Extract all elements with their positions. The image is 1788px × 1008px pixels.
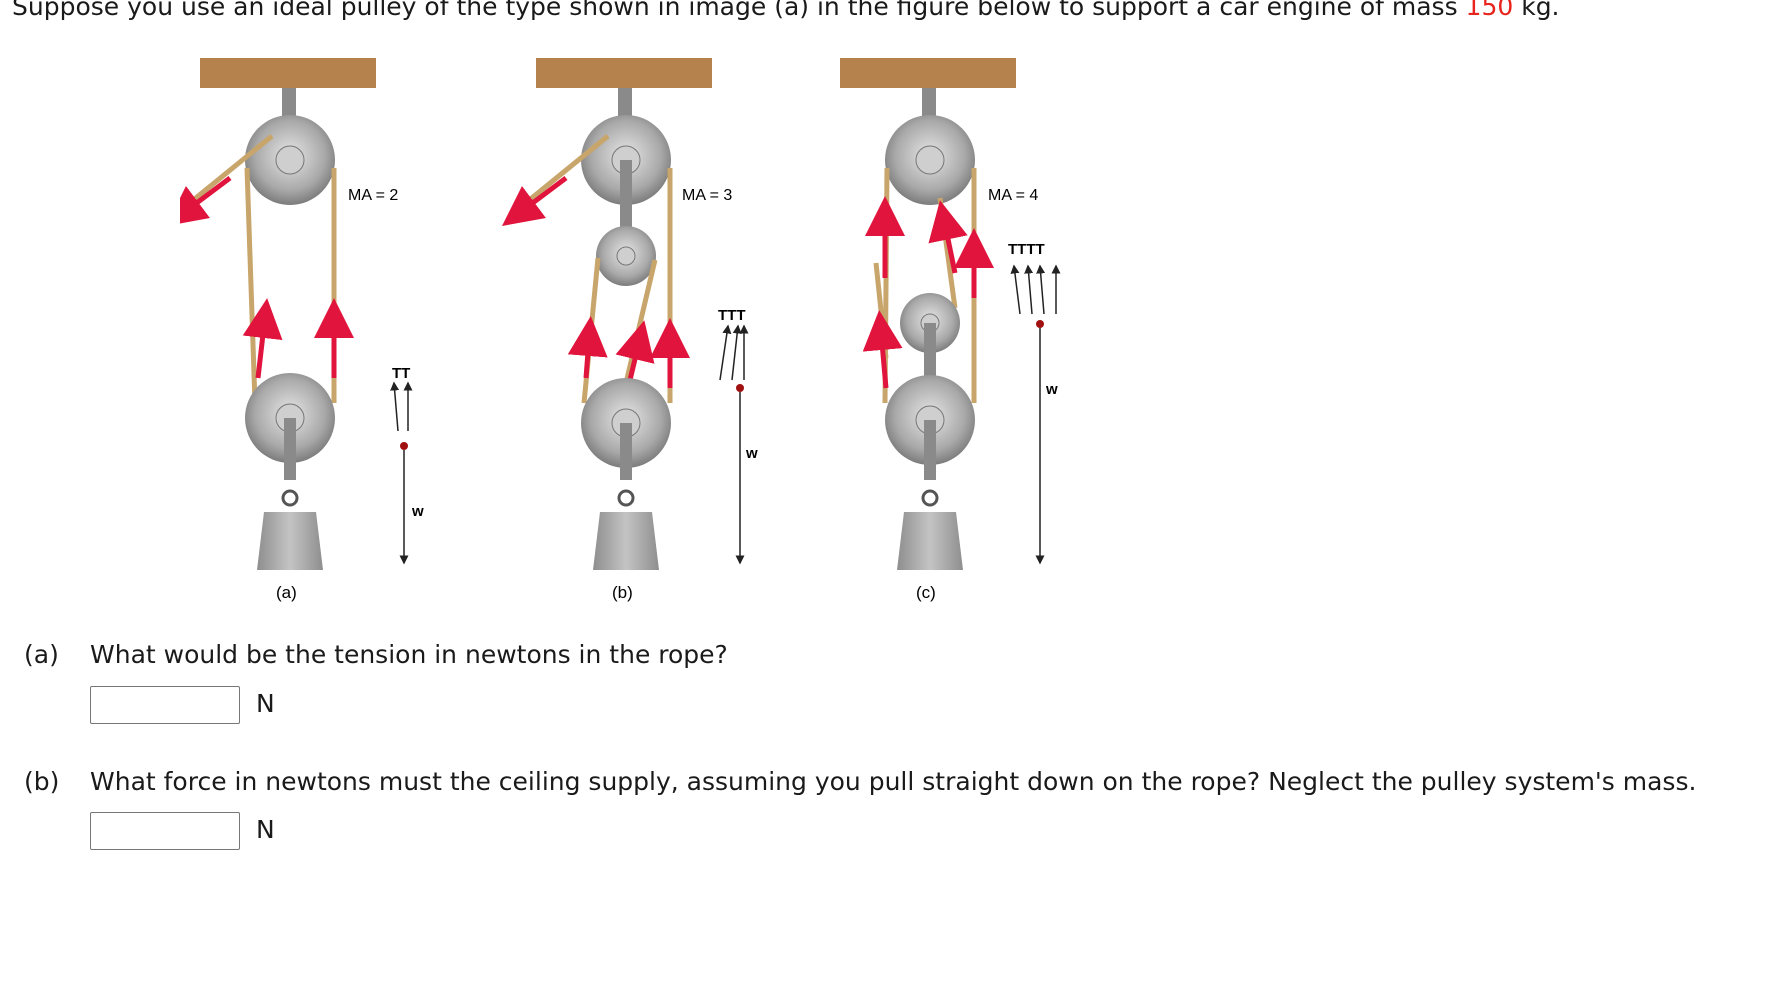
tension-vector-labels: TTTT	[1008, 241, 1045, 258]
weight-vector-label: w	[1045, 381, 1058, 398]
free-body-point	[1036, 320, 1044, 328]
question-b-text: What force in newtons must the ceiling s…	[90, 767, 1697, 796]
answer-a: N	[90, 686, 275, 724]
problem-statement: Suppose you use an ideal pulley of the t…	[12, 0, 1560, 21]
weight-block	[897, 512, 963, 570]
weight-vector-label: w	[411, 503, 424, 520]
tension-arrow	[567, 316, 608, 379]
intro-text: Suppose you use an ideal pulley of the t…	[12, 0, 1466, 21]
ma-label: MA = 3	[682, 187, 732, 204]
tension-vector-labels: TTT	[718, 307, 746, 324]
panel-b: MA = 3 TTT w (b)	[502, 58, 758, 602]
question-a-text: What would be the tension in newtons in …	[90, 640, 728, 669]
answer-a-unit: N	[256, 689, 275, 718]
question-b-label: (b)	[24, 767, 60, 796]
tension-arrow	[502, 176, 568, 226]
pulley-figure: MA = 2 TT w (a) MA = 3 TTT	[180, 58, 1061, 602]
tension-arrow	[180, 176, 232, 226]
question-a: (a) What would be the tension in newtons …	[24, 640, 728, 669]
ma-label: MA = 4	[988, 187, 1038, 204]
weight-vector-label: w	[745, 445, 758, 462]
weight-block	[593, 512, 659, 570]
weight-block	[257, 512, 323, 570]
intro-unit: kg.	[1513, 0, 1560, 21]
answer-b-input[interactable]	[90, 812, 240, 850]
answer-a-input[interactable]	[90, 686, 240, 724]
free-body-point	[736, 384, 744, 392]
mass-value: 150	[1465, 0, 1514, 21]
tension-arrow	[615, 320, 655, 381]
question-b: (b) What force in newtons must the ceilin…	[24, 767, 1696, 796]
panel-caption: (a)	[276, 583, 297, 602]
tension-vector-labels: TT	[392, 365, 410, 382]
ceiling-beam	[200, 58, 376, 88]
tension-arrow	[928, 200, 968, 274]
tension-arrow	[242, 298, 283, 379]
panel-caption: (c)	[916, 583, 936, 602]
question-a-label: (a)	[24, 640, 59, 669]
answer-b-unit: N	[256, 815, 275, 844]
tension-arrow	[862, 310, 903, 389]
answer-b: N	[90, 812, 275, 850]
panel-caption: (b)	[612, 583, 633, 602]
panel-c: MA = 4 TTTT w (c)	[840, 58, 1061, 602]
ceiling-beam	[536, 58, 712, 88]
rope	[244, 167, 258, 404]
free-body-point	[400, 442, 408, 450]
ceiling-beam	[840, 58, 1016, 88]
panel-a: MA = 2 TT w (a)	[180, 58, 424, 602]
ma-label: MA = 2	[348, 187, 398, 204]
